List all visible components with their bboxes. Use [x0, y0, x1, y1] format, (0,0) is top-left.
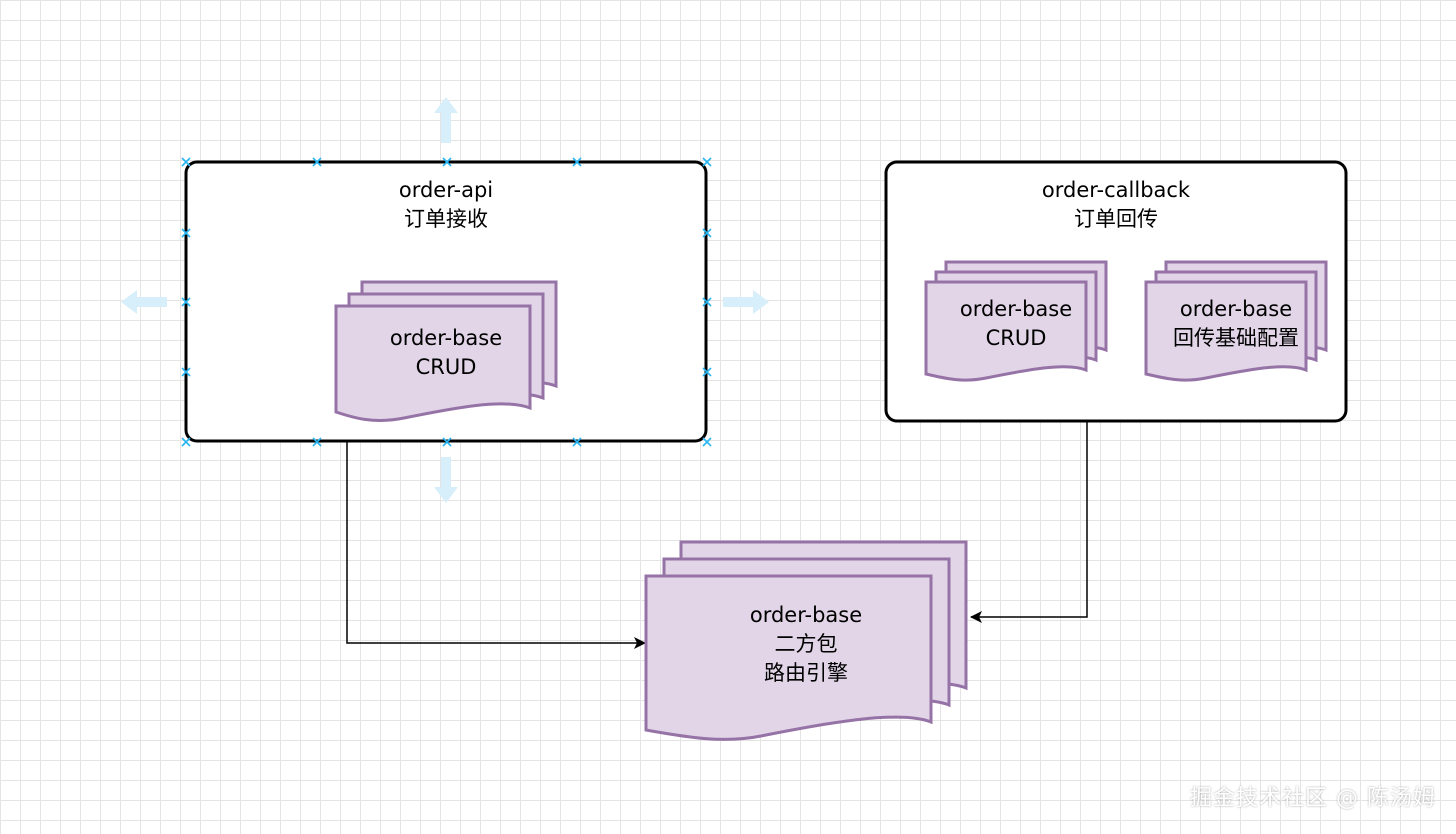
order-callback-subtitle: 订单回传 — [1074, 207, 1158, 231]
handle-ne[interactable] — [702, 157, 712, 167]
callback-base-crud-line2: CRUD — [986, 326, 1047, 350]
arrow-down-icon[interactable] — [434, 457, 458, 503]
handle-se[interactable] — [702, 437, 712, 447]
order-api-subtitle: 订单接收 — [404, 207, 488, 231]
edge-order-callback-to-shared-base[interactable] — [970, 422, 1088, 623]
watermark: 掘金技术社区 @ 陈汤姆 — [1190, 786, 1436, 811]
handle-e1[interactable] — [702, 228, 712, 238]
arrow-right-icon[interactable] — [723, 290, 769, 314]
callback-base-crud-line1: order-base — [960, 297, 1072, 321]
hover-arrows — [121, 97, 769, 503]
handle-n1[interactable] — [312, 157, 322, 167]
handle-n2[interactable] — [442, 157, 452, 167]
handle-s3[interactable] — [572, 437, 582, 447]
shared-base-line1: order-base — [750, 603, 862, 627]
edge-order-api-to-shared-base[interactable] — [346, 442, 646, 649]
callback-base-config-line2: 回传基础配置 — [1173, 326, 1299, 350]
order-api-base-document[interactable]: order-base CRUD — [334, 280, 558, 422]
callback-base-crud-document[interactable]: order-base CRUD — [924, 260, 1108, 382]
handle-s2[interactable] — [442, 437, 452, 447]
arrow-left-icon[interactable] — [121, 290, 167, 314]
order-api-base-line2: CRUD — [416, 355, 477, 379]
handle-w1[interactable] — [181, 228, 191, 238]
handle-nw[interactable] — [181, 157, 191, 167]
handle-n3[interactable] — [572, 157, 582, 167]
callback-base-config-line1: order-base — [1180, 297, 1292, 321]
handle-w3[interactable] — [181, 367, 191, 377]
handle-s1[interactable] — [312, 437, 322, 447]
order-api-title: order-api — [399, 178, 493, 202]
selection-handles — [181, 157, 712, 447]
handle-w2[interactable] — [181, 297, 191, 307]
shared-base-document[interactable]: order-base 二方包 路由引擎 — [644, 540, 968, 741]
order-callback-title: order-callback — [1042, 178, 1191, 202]
arrow-up-icon[interactable] — [434, 97, 458, 143]
callback-base-config-document[interactable]: order-base 回传基础配置 — [1144, 260, 1328, 382]
shared-base-line3: 路由引擎 — [764, 661, 848, 685]
shared-base-line2: 二方包 — [775, 632, 838, 656]
handle-e2[interactable] — [702, 297, 712, 307]
handle-e3[interactable] — [702, 367, 712, 377]
handle-sw[interactable] — [181, 437, 191, 447]
order-api-base-line1: order-base — [390, 326, 502, 350]
